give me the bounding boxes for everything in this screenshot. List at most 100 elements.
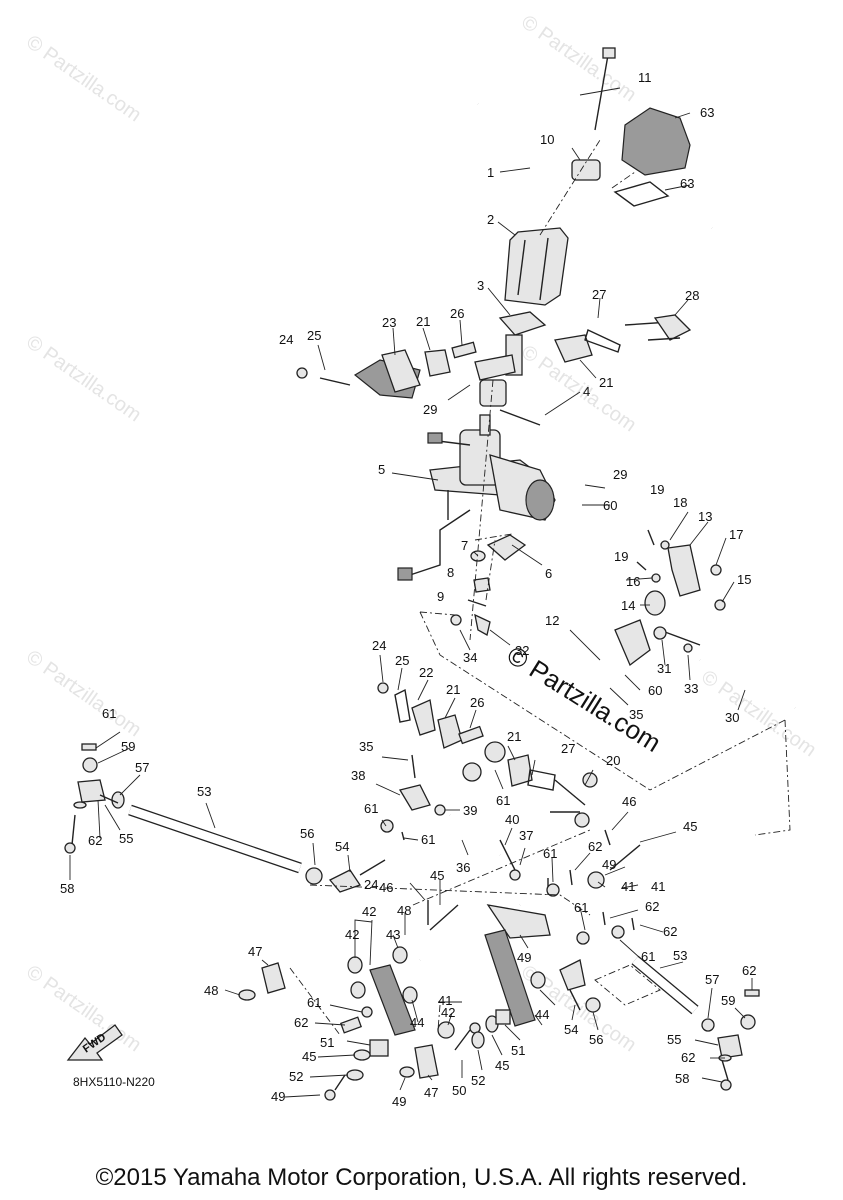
callout: 41 bbox=[438, 993, 452, 1008]
callout: 18 bbox=[673, 495, 687, 510]
callout: 43 bbox=[386, 927, 400, 942]
callout: 59 bbox=[721, 993, 735, 1008]
handlebar bbox=[475, 101, 714, 231]
leader-lines bbox=[69, 87, 753, 1098]
callout: 42 bbox=[345, 927, 359, 942]
callout: 25 bbox=[395, 653, 409, 668]
callout: 63 bbox=[680, 176, 694, 191]
callout: 48 bbox=[397, 903, 411, 918]
callout: 62 bbox=[588, 839, 602, 854]
callout: 54 bbox=[564, 1022, 578, 1037]
callout: 2 bbox=[487, 212, 494, 227]
callout: 29 bbox=[613, 467, 627, 482]
callout: 56 bbox=[300, 826, 314, 841]
callout: 10 bbox=[540, 132, 554, 147]
callout: 62 bbox=[663, 924, 677, 939]
lower-link-assembly bbox=[347, 829, 641, 1036]
callout: 62 bbox=[88, 833, 102, 848]
watermark: © Partzilla.com bbox=[22, 331, 145, 426]
linkage-rod-end bbox=[398, 754, 446, 816]
callout: 55 bbox=[667, 1032, 681, 1047]
callout: 52 bbox=[471, 1073, 485, 1088]
callout: 26 bbox=[470, 695, 484, 710]
bolt bbox=[499, 409, 541, 426]
tie-rod-upper-right bbox=[653, 626, 797, 711]
callout: 23 bbox=[382, 315, 396, 330]
watermark: © Partzilla.com bbox=[22, 31, 145, 126]
callout: 22 bbox=[419, 665, 433, 680]
callout: 8 bbox=[447, 565, 454, 580]
callout: 30 bbox=[725, 710, 739, 725]
callout: 14 bbox=[621, 598, 635, 613]
tie-rod-lower-right bbox=[559, 869, 760, 1091]
callout: 27 bbox=[592, 287, 606, 302]
callout: 4 bbox=[583, 384, 590, 399]
callout: 54 bbox=[335, 839, 349, 854]
callout: 21 bbox=[599, 375, 613, 390]
callout: 53 bbox=[197, 784, 211, 799]
callout: 58 bbox=[675, 1071, 689, 1086]
callout: 32 bbox=[515, 643, 529, 658]
watermark: © Partzilla.com bbox=[517, 11, 640, 106]
callout: 62 bbox=[681, 1050, 695, 1065]
right-bracket-assembly bbox=[636, 529, 726, 616]
callout: 47 bbox=[248, 944, 262, 959]
callout: 51 bbox=[320, 1035, 334, 1050]
callout: 61 bbox=[102, 706, 116, 721]
callout: 57 bbox=[135, 760, 149, 775]
callout: 24 bbox=[372, 638, 386, 653]
callout: 15 bbox=[737, 572, 751, 587]
callout: 9 bbox=[437, 589, 444, 604]
callout: 42 bbox=[362, 904, 376, 919]
callout: 24 bbox=[279, 332, 293, 347]
lower-left-parts bbox=[238, 962, 389, 1101]
callout: 45 bbox=[430, 868, 444, 883]
callout: 44 bbox=[535, 1007, 549, 1022]
callout: 61 bbox=[574, 900, 588, 915]
callout: 45 bbox=[302, 1049, 316, 1064]
callout: 61 bbox=[496, 793, 510, 808]
callout: 61 bbox=[543, 846, 557, 861]
callout: 12 bbox=[545, 613, 559, 628]
callout: 51 bbox=[511, 1043, 525, 1058]
callout: 29 bbox=[423, 402, 437, 417]
guide-lines bbox=[289, 139, 791, 1036]
watermark: © Partzilla.com bbox=[22, 646, 145, 741]
steering-shaft bbox=[474, 311, 547, 407]
callout: 62 bbox=[742, 963, 756, 978]
callout: 38 bbox=[351, 768, 365, 783]
callout: 13 bbox=[698, 509, 712, 524]
long-steering-shaft bbox=[462, 619, 651, 782]
callout: 1 bbox=[487, 165, 494, 180]
callout: 37 bbox=[519, 828, 533, 843]
watermark: © Partzilla.com bbox=[697, 666, 820, 761]
lower-small-parts bbox=[450, 534, 527, 636]
handlebar-holder bbox=[571, 47, 616, 181]
callout: 16 bbox=[626, 574, 640, 589]
callout: 62 bbox=[294, 1015, 308, 1030]
callout-labels: 1 2 3 4 5 6 7 8 9 10 11 12 13 14 15 16 1… bbox=[60, 70, 756, 1109]
callout: 60 bbox=[648, 683, 662, 698]
callout: 25 bbox=[307, 328, 321, 343]
callout: 17 bbox=[729, 527, 743, 542]
callout: 49 bbox=[602, 857, 616, 872]
lower-middle-parts bbox=[399, 971, 546, 1079]
callout: 19 bbox=[614, 549, 628, 564]
callout: 61 bbox=[364, 801, 378, 816]
callout: 35 bbox=[629, 707, 643, 722]
callout: 56 bbox=[589, 1032, 603, 1047]
callout: 45 bbox=[495, 1058, 509, 1073]
callout: 61 bbox=[307, 995, 321, 1010]
steering-column bbox=[504, 227, 569, 306]
copyright-notice: ©2015 Yamaha Motor Corporation, U.S.A. A… bbox=[95, 1164, 748, 1191]
callout: 49 bbox=[271, 1089, 285, 1104]
handlebar-cover bbox=[621, 107, 691, 176]
callout: 27 bbox=[561, 741, 575, 756]
middle-left-brackets bbox=[377, 682, 484, 749]
callout: 41 bbox=[651, 879, 665, 894]
callout: 34 bbox=[463, 650, 477, 665]
callout: 6 bbox=[545, 566, 552, 581]
diagram-code: 8HX5110-N220 bbox=[73, 1075, 155, 1089]
callout: 33 bbox=[684, 681, 698, 696]
